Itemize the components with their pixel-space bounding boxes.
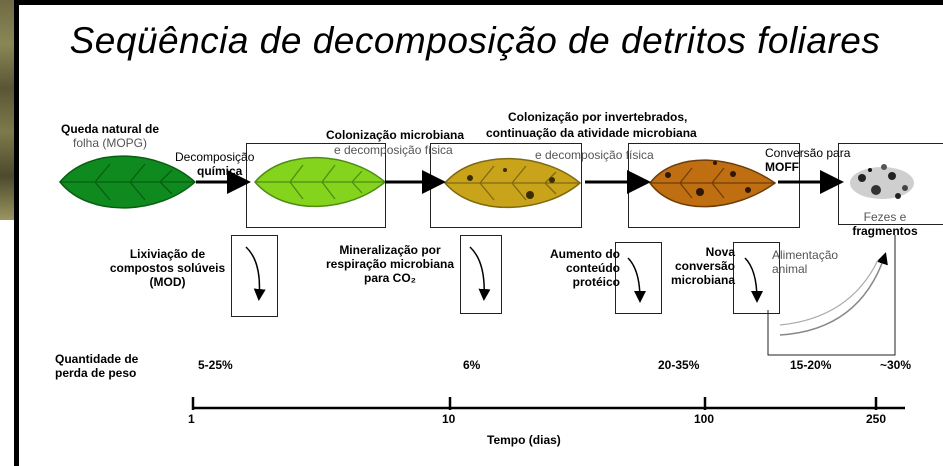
process-box-3: [615, 242, 662, 314]
loss-value-4: 15-20%: [790, 358, 832, 372]
stage-4-label-a: Colonização por invertebrados,: [508, 110, 688, 124]
feeding-arrow: [779, 252, 888, 336]
axis-tick-label-250: 250: [866, 412, 887, 426]
down-arrow-2: [469, 246, 491, 301]
process-box-4: [733, 242, 780, 314]
stage-4-label-c: e decomposição física: [535, 148, 654, 162]
down-arrow-1: [245, 246, 266, 301]
stage-4-label-b: continuação da atividade microbiana: [486, 126, 697, 140]
down-arrow-3: [627, 257, 646, 303]
connector-line: [767, 235, 896, 356]
diagram-title: Seqüência de decomposição de detritos fo…: [69, 20, 881, 61]
stage-3-label-b: e decomposição física: [334, 143, 453, 157]
down-arrow-4: [744, 257, 763, 303]
slide-frame-left: [14, 0, 19, 466]
leaf-4-icon: [649, 159, 777, 208]
process-box-1: [231, 235, 278, 317]
feces-fragments-icon: [850, 164, 914, 199]
loss-value-5: ~30%: [880, 358, 912, 372]
leaf-1-icon: [59, 155, 197, 209]
axis-title: Tempo (dias): [487, 433, 561, 447]
stage-3-label-a: Colonização microbiana: [326, 128, 465, 142]
loss-value-2: 6%: [463, 358, 481, 372]
axis-tick-label-1: 1: [188, 412, 195, 426]
loss-value-1: 5-25%: [198, 358, 233, 372]
leaf-3-icon: [444, 157, 582, 209]
slide-frame-top: [14, 0, 943, 5]
background-photo-strip: [0, 0, 14, 220]
axis-tick-label-10: 10: [442, 412, 456, 426]
feeding-arrow-2: [779, 259, 879, 326]
process-box-2: [460, 235, 502, 314]
axis-tick-label-100: 100: [694, 412, 715, 426]
loss-value-3: 20-35%: [658, 358, 700, 372]
